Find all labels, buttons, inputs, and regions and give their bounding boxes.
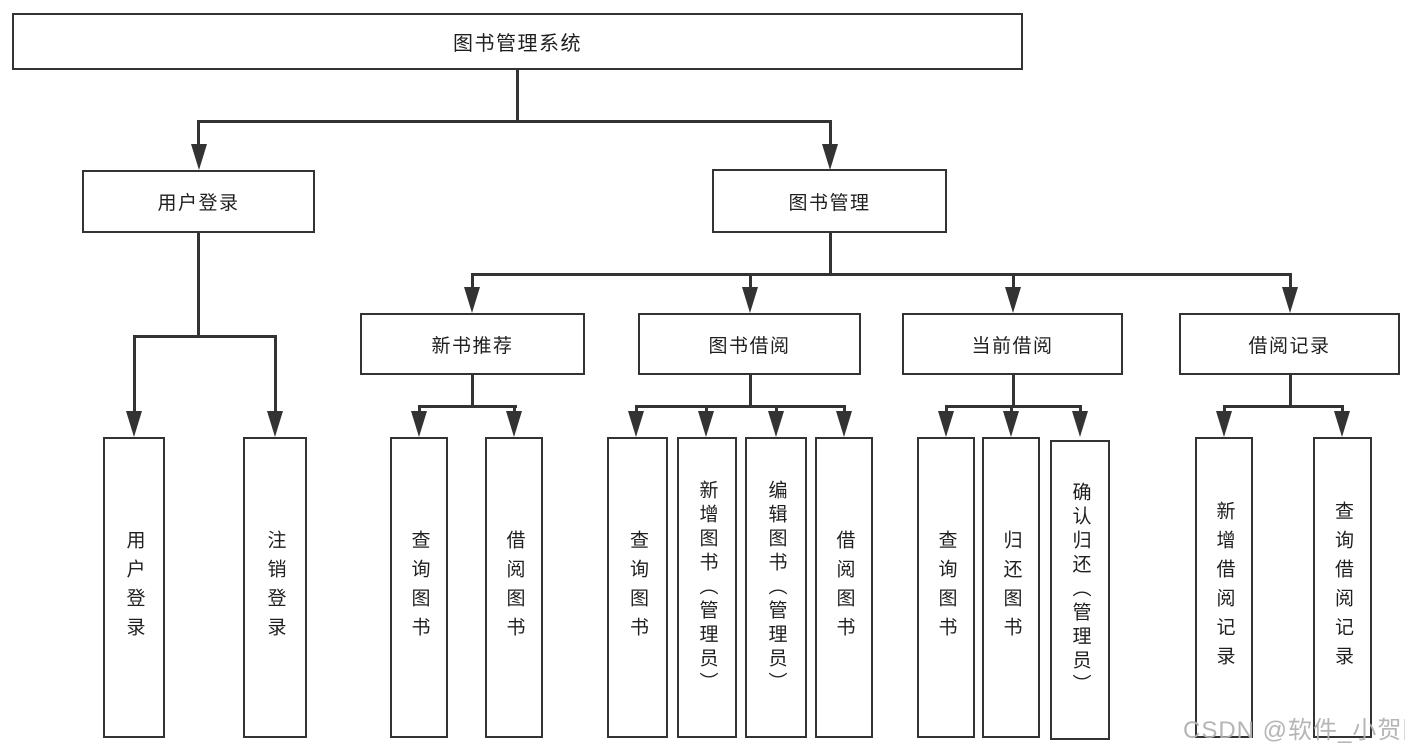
leaf-label: 新增图书（管理员） — [696, 479, 718, 696]
node-current-borrow-label: 当前借阅 — [971, 335, 1054, 357]
connector-line — [470, 273, 1292, 276]
node-root: 图书管理系统 — [12, 13, 1023, 70]
connector-line — [748, 375, 752, 408]
node-user-login: 用户登录 — [82, 170, 315, 233]
connector-line — [1078, 405, 1082, 413]
connector-line — [132, 335, 136, 413]
node-book-borrow: 图书借阅 — [638, 313, 861, 375]
leaf-label: 确认归还（管理员） — [1069, 482, 1091, 698]
leaf-newbook-borrow: 借阅图书 — [485, 437, 543, 738]
connector-line — [634, 405, 638, 413]
leaf-record-query: 查询借阅记录 — [1313, 437, 1372, 738]
connector-line — [704, 405, 708, 413]
leaf-borrow-query: 查询图书 — [607, 437, 668, 738]
connector-line — [417, 405, 421, 413]
connector-line — [828, 233, 832, 276]
node-new-book: 新书推荐 — [360, 313, 585, 375]
arrow-down-icon — [411, 411, 427, 437]
leaf-label: 新增借阅记录 — [1213, 500, 1235, 675]
arrow-down-icon — [1072, 411, 1088, 437]
node-user-login-label: 用户登录 — [157, 193, 240, 214]
leaf-label: 编辑图书（管理员） — [765, 479, 787, 696]
arrow-down-icon — [1003, 411, 1019, 437]
arrow-down-icon — [742, 287, 758, 313]
arrow-down-icon — [1334, 411, 1350, 437]
arrow-down-icon — [126, 411, 142, 437]
arrow-down-icon — [190, 144, 207, 170]
leaf-borrow-edit-admin: 编辑图书（管理员） — [745, 437, 807, 738]
leaf-current-confirm-admin: 确认归还（管理员） — [1050, 440, 1110, 740]
node-current-borrow: 当前借阅 — [902, 313, 1123, 375]
node-root-label: 图书管理系统 — [453, 33, 582, 55]
arrow-down-icon — [267, 411, 283, 437]
arrow-down-icon — [506, 411, 522, 437]
connector-line — [197, 120, 831, 123]
connector-line — [1288, 375, 1292, 408]
leaf-label: 注销登录 — [264, 529, 286, 646]
connector-line — [1009, 405, 1013, 413]
connector-line — [828, 120, 832, 146]
csdn-watermark: CSDN @软件_小贺同学 — [1183, 717, 1405, 744]
arrow-down-icon — [1005, 287, 1021, 313]
connector-line — [944, 405, 948, 413]
connector-line — [1340, 405, 1344, 413]
arrow-down-icon — [836, 411, 852, 437]
leaf-current-return: 归还图书 — [982, 437, 1040, 738]
node-book-mgmt: 图书管理 — [712, 169, 947, 233]
leaf-label: 归还图书 — [1000, 529, 1022, 646]
leaf-label: 查询图书 — [408, 529, 430, 646]
arrow-down-icon — [698, 411, 714, 437]
connector-line — [1011, 375, 1015, 408]
node-new-book-label: 新书推荐 — [431, 335, 514, 357]
arrow-down-icon — [768, 411, 784, 437]
leaf-label: 用户登录 — [123, 529, 145, 646]
connector-line — [1288, 273, 1292, 289]
leaf-current-query: 查询图书 — [917, 437, 975, 738]
leaf-label: 查询借阅记录 — [1332, 500, 1353, 675]
leaf-label: 查询图书 — [627, 529, 648, 646]
arrow-down-icon — [1216, 411, 1232, 437]
leaf-user-login: 用户登录 — [103, 437, 165, 738]
connector-line — [512, 405, 516, 413]
connector-line — [197, 120, 200, 146]
node-borrow-record-label: 借阅记录 — [1248, 335, 1331, 357]
arrow-down-icon — [1282, 287, 1298, 313]
leaf-borrow-book: 借阅图书 — [815, 437, 873, 738]
connector-line — [842, 405, 846, 413]
leaf-newbook-query: 查询图书 — [390, 437, 448, 738]
arrow-down-icon — [822, 144, 838, 170]
connector-line — [515, 70, 519, 123]
leaf-label: 借阅图书 — [503, 529, 525, 646]
leaf-label: 查询图书 — [935, 529, 957, 646]
node-borrow-record: 借阅记录 — [1179, 313, 1400, 375]
arrow-down-icon — [628, 411, 644, 437]
connector-line — [470, 375, 474, 408]
arrow-down-icon — [464, 287, 480, 313]
leaf-borrow-add-admin: 新增图书（管理员） — [677, 437, 737, 738]
leaf-record-add: 新增借阅记录 — [1195, 437, 1253, 738]
connector-line — [273, 335, 277, 413]
connector-line — [748, 273, 752, 289]
connector-line — [774, 405, 778, 413]
connector-line — [944, 405, 1082, 408]
connector-line — [470, 273, 474, 289]
connector-line — [1222, 405, 1344, 408]
connector-line — [1222, 405, 1226, 413]
node-book-mgmt-label: 图书管理 — [788, 192, 871, 214]
node-book-borrow-label: 图书借阅 — [708, 335, 791, 357]
connector-line — [417, 405, 517, 408]
connector-line — [634, 405, 846, 408]
arrow-down-icon — [938, 411, 954, 437]
connector-line — [197, 233, 200, 338]
connector-line — [1011, 273, 1015, 289]
connector-line — [132, 335, 277, 338]
leaf-logout: 注销登录 — [243, 437, 307, 738]
leaf-label: 借阅图书 — [833, 529, 855, 646]
